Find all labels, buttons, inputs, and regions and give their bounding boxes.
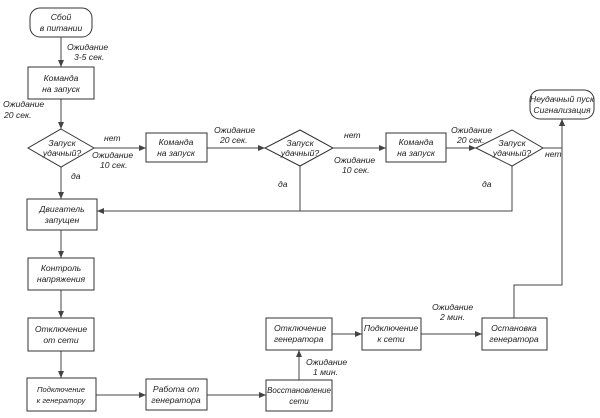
- label-wait-10-sec-a: Ожидание 10 сек.: [92, 150, 133, 170]
- label-wait-20-c-line1: Ожидание: [451, 125, 492, 135]
- arrow-dec2-yes-to-engine: [97, 166, 301, 214]
- label-wait-20-a-line1: Ожидание: [3, 99, 44, 109]
- label-wait-20-c-line2: 20 сек.: [456, 135, 484, 145]
- box-engine-started-line2: запущен: [44, 215, 80, 225]
- label-yes-2: да: [278, 179, 288, 189]
- decision-3-line1: Запуск: [498, 138, 526, 148]
- label-wait-3-5-line2: 3-5 сек.: [74, 52, 104, 62]
- box-stop-generator-line1: Остановка: [491, 323, 537, 333]
- box-start-command-2-line1: Команда: [159, 137, 194, 147]
- box-connect-to-grid: Подключение к сети: [361, 317, 422, 351]
- box-generator-operation-line2: генератора: [151, 395, 201, 405]
- box-disconnect-from-grid-line2: от сети: [43, 335, 78, 345]
- box-grid-restored-line1: Восстановление: [267, 386, 331, 395]
- box-voltage-control: Контроль напряжения: [27, 257, 95, 291]
- box-start-command-2: Команда на запуск: [145, 132, 208, 163]
- box-start-command-1: Команда на запуск: [27, 66, 95, 100]
- terminal-fail-line2: Сигнализация: [533, 105, 591, 115]
- box-engine-started: Двигатель запущен: [26, 198, 98, 231]
- connectors: [58, 37, 565, 398]
- box-start-command-2-line2: на запуск: [157, 148, 196, 158]
- box-start-command-1-line1: Команда: [44, 73, 79, 83]
- decision-start-successful-3: Запуск удачный?: [474, 129, 544, 167]
- label-wait-1min-line2: 1 мин.: [313, 367, 338, 377]
- box-disconnect-generator-line1: Отключение: [274, 323, 327, 333]
- label-wait-20-b-line2: 20 сек.: [219, 135, 247, 145]
- decision-start-successful-2: Запуск удачный?: [263, 129, 335, 167]
- label-wait-10-a-line2: 10 сек.: [100, 160, 127, 170]
- label-wait-1min-line1: Ожидание: [306, 357, 347, 367]
- terminal-fail-line1: Неудачный пуск: [530, 94, 595, 104]
- box-voltage-control-line1: Контроль: [41, 263, 82, 273]
- box-grid-restored: Восстановление сети: [265, 379, 333, 412]
- box-connect-to-generator-line2: к генератору: [37, 396, 87, 405]
- label-no-1: нет: [104, 133, 121, 143]
- decision-1-line2: удачный?: [42, 148, 82, 158]
- box-start-command-1-line2: на запуск: [42, 84, 81, 94]
- terminal-start-failed-alarm: Неудачный пуск Сигнализация: [529, 89, 595, 120]
- box-voltage-control-line2: напряжения: [37, 274, 86, 284]
- box-generator-operation: Работа от генератора: [145, 378, 208, 411]
- arrow-dec3-yes-to-engine: [300, 166, 513, 212]
- box-stop-generator-line2: генератора: [489, 334, 539, 344]
- box-stop-generator: Остановка генератора: [481, 317, 548, 351]
- box-engine-started-line1: Двигатель: [38, 204, 85, 214]
- label-wait-3-5-sec: Ожидание 3-5 сек.: [67, 42, 108, 62]
- label-wait-10-a-line1: Ожидание: [92, 150, 133, 160]
- box-start-command-3-line1: Команда: [399, 137, 434, 147]
- decision-3-line2: удачный?: [492, 148, 532, 158]
- terminal-start-line2: в питании: [40, 23, 83, 33]
- label-wait-20-sec-b: Ожидание 20 сек.: [214, 125, 255, 145]
- label-wait-20-b-line1: Ожидание: [214, 125, 255, 135]
- decision-start-successful-1: Запуск удачный?: [26, 128, 96, 168]
- label-wait-10-b-line1: Ожидание: [334, 155, 375, 165]
- label-wait-2min-line1: Ожидание: [432, 302, 473, 312]
- label-wait-20-sec-a: Ожидание 20 сек.: [3, 99, 44, 120]
- label-wait-1-min: Ожидание 1 мин.: [306, 357, 347, 377]
- label-wait-20-sec-c: Ожидание 20 сек.: [451, 125, 492, 145]
- box-start-command-3: Команда на запуск: [385, 132, 447, 163]
- label-wait-2-min: Ожидание 2 мин.: [432, 302, 473, 322]
- box-disconnect-generator-line2: генератора: [274, 334, 324, 344]
- label-no-2: нет: [344, 130, 361, 140]
- terminal-power-failure: Сбой в питании: [29, 7, 93, 38]
- arrow-stopgen-to-fail: [513, 119, 565, 318]
- box-connect-to-grid-line1: Подключение: [364, 323, 418, 333]
- label-no-3: нет: [545, 149, 562, 159]
- decision-2-line2: удачный?: [280, 148, 320, 158]
- label-yes-3: да: [482, 179, 492, 189]
- box-connect-to-generator-line1: Подключение: [37, 385, 85, 394]
- decision-2-line1: Запуск: [286, 138, 314, 148]
- box-disconnect-from-grid-line1: Отключение: [35, 324, 88, 334]
- box-disconnect-from-grid: Отключение от сети: [27, 317, 95, 352]
- decision-1-line1: Запуск: [48, 138, 76, 148]
- label-wait-10-b-line2: 10 сек.: [342, 165, 369, 175]
- box-connect-to-generator: Подключение к генератору: [26, 377, 97, 412]
- label-wait-10-sec-b: Ожидание 10 сек.: [334, 155, 375, 175]
- label-wait-20-a-line2: 20 сек.: [3, 110, 31, 120]
- terminal-start-line1: Сбой: [51, 12, 72, 22]
- arrow-dec3-no-to-fail: [543, 119, 565, 149]
- label-wait-2min-line2: 2 мин.: [439, 312, 465, 322]
- label-yes-1: да: [71, 171, 81, 181]
- box-grid-restored-line2: сети: [289, 397, 309, 406]
- box-disconnect-generator: Отключение генератора: [265, 317, 333, 351]
- label-wait-3-5-line1: Ожидание: [67, 42, 108, 52]
- box-generator-operation-line1: Работа от: [153, 384, 199, 394]
- box-connect-to-grid-line2: к сети: [377, 334, 405, 344]
- box-start-command-3-line2: на запуск: [397, 148, 436, 158]
